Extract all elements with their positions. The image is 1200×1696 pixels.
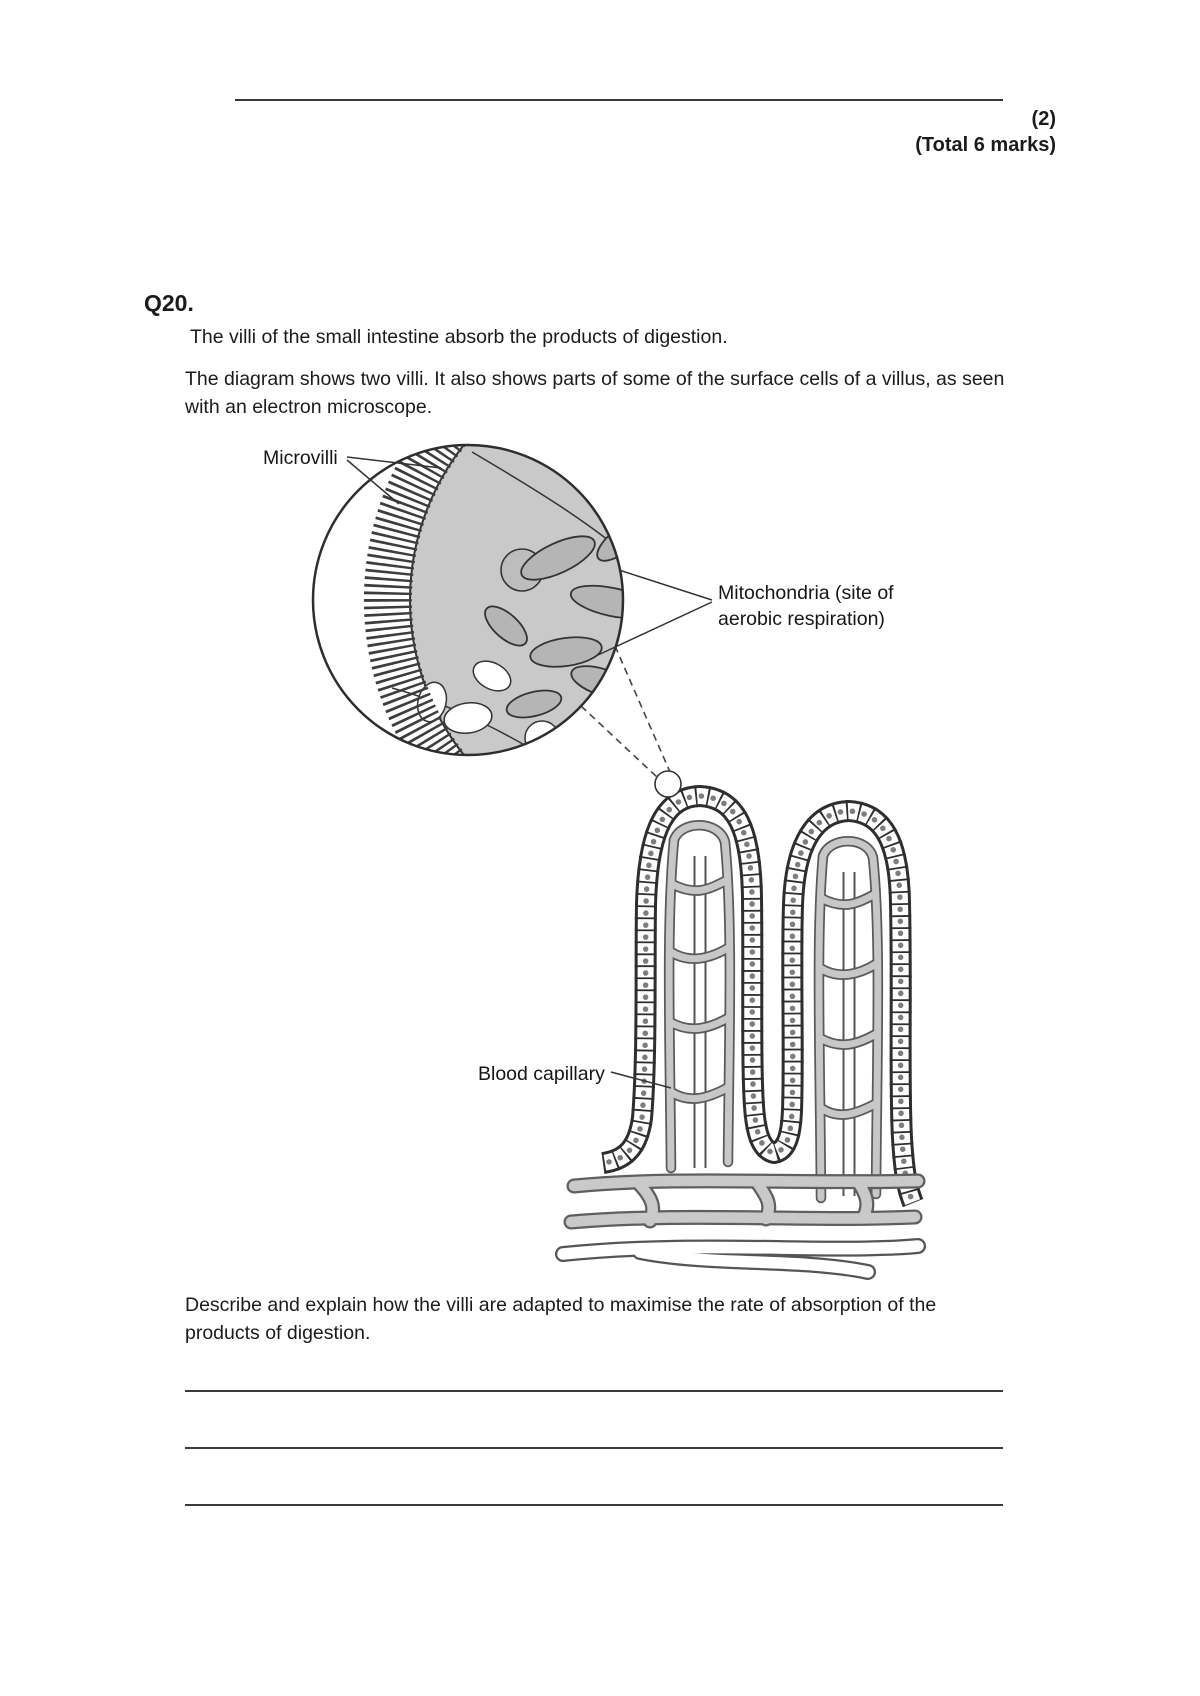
answer-line [185,1504,1003,1506]
answer-line [185,1390,1003,1392]
microvilli-label: Microvilli [263,447,338,469]
microvilli-bristles [363,445,471,755]
question-prompt: Describe and explain how the villi are a… [185,1294,937,1344]
zoom-source-circle [654,770,682,798]
villi-illustration [555,785,926,1280]
marks-badge: (2) [1031,108,1056,130]
left-villus-interior [646,799,756,1160]
magnification-cone [580,645,682,798]
right-villus-interior [793,813,905,1200]
answer-line [185,1447,1003,1449]
total-marks: (Total 6 marks) [915,134,1056,156]
mitochondria-label: Mitochondria (site of aerobic respiratio… [718,582,894,630]
question-description: The diagram shows two villi. It also sho… [185,368,1005,418]
intercellular-spaces [416,660,560,755]
left-villus-capillaries [663,820,736,1174]
lens-outline [311,443,625,757]
label-pointer-lines [346,456,713,1089]
question-number: Q20. [144,290,194,316]
lacteal-vessels [693,856,856,1196]
right-villus-capillaries [813,836,884,1204]
mitochondria-shapes [484,518,623,719]
question-intro: The villi of the small intestine absorb … [190,326,728,348]
epithelium-cell-band [600,785,924,1208]
vesicle [500,548,544,592]
base-vessel-network [555,1173,926,1280]
blood-capillary-label: Blood capillary [478,1063,605,1085]
answer-line [235,99,1003,101]
